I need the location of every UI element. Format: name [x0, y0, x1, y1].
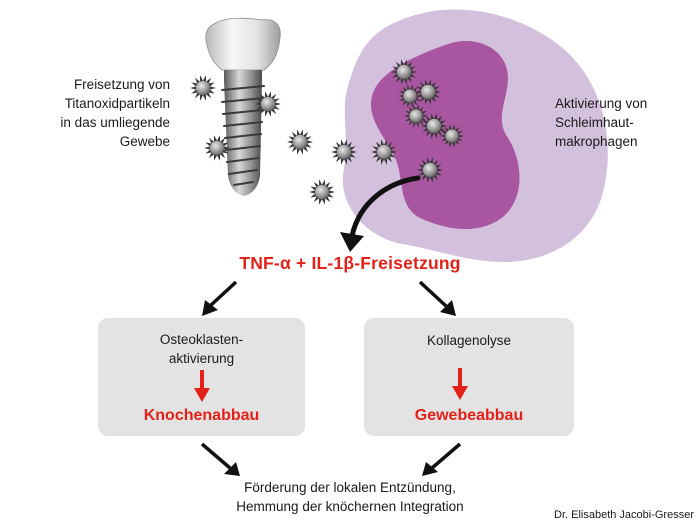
outcome-text: Förderung der lokalen Entzündung, Hemmun…: [236, 480, 464, 514]
curved-arrow: [349, 175, 421, 239]
particle-core: [195, 80, 211, 96]
arrow-right-box-to-bottom: [430, 442, 462, 470]
particle-core: [292, 134, 308, 150]
particle-core: [260, 96, 276, 112]
particle-core: [376, 144, 392, 160]
box-collagenolysis-text: Kollagenolyse: [426, 333, 512, 348]
particle-core: [403, 89, 417, 103]
implant-abutment: [224, 70, 262, 80]
particle-core: [420, 84, 436, 100]
red-arrow-down-icon: [194, 370, 210, 402]
implant-crown: [205, 17, 281, 71]
box-collagenolysis-result: Gewebeabbau: [414, 407, 524, 424]
label-macrophage-activation: Aktivierung von Schleimhaut- makrophagen: [555, 96, 648, 149]
label-particle-release: Freisetzung von Titanoxidpartikeln in da…: [60, 77, 170, 149]
particle-core: [336, 144, 352, 160]
particle-core: [314, 184, 330, 200]
particle-core: [426, 118, 442, 134]
implant-screw: [224, 80, 262, 196]
particle-core: [409, 109, 423, 123]
particle-core: [445, 129, 459, 143]
particle-core: [209, 140, 225, 156]
arrow-to-right-box: [418, 280, 448, 308]
titanium-oxide-particles: [190, 59, 464, 205]
arrow-to-left-box: [208, 280, 238, 308]
red-arrow-down-icon: [452, 368, 468, 400]
arrow-left-box-to-bottom: [200, 442, 232, 470]
box-osteoclast-text: Osteoklasten- aktivierung: [159, 332, 244, 366]
curved-arrow-head: [340, 232, 364, 252]
box-collagenolysis: Kollagenolyse Gewebeabbau: [364, 318, 574, 436]
cytokine-headline: TNF-α + IL-1β-Freisetzung: [239, 253, 461, 273]
author-credit: Dr. Elisabeth Jacobi-Gresser: [554, 509, 694, 521]
box-osteoclast-result: Knochenabbau: [143, 407, 260, 424]
particle-core: [396, 64, 412, 80]
box-osteoclast: Osteoklasten- aktivierung Knochenabbau: [98, 318, 305, 436]
particle-core: [422, 162, 438, 178]
